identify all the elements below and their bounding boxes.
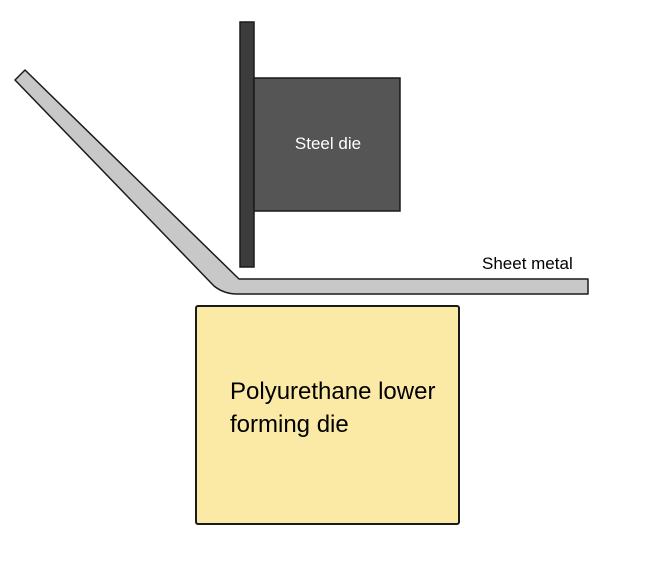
sheet-metal-strip	[14, 69, 589, 295]
polyurethane-die-block	[195, 305, 460, 525]
steel-die-block	[253, 77, 401, 212]
polyurethane-die-label: Polyurethane lower forming die	[230, 378, 436, 438]
steel-die-label: Steel die	[294, 134, 362, 153]
sheet-metal-label: Sheet metal	[482, 254, 573, 273]
steel-die-backing-plate	[239, 21, 255, 268]
